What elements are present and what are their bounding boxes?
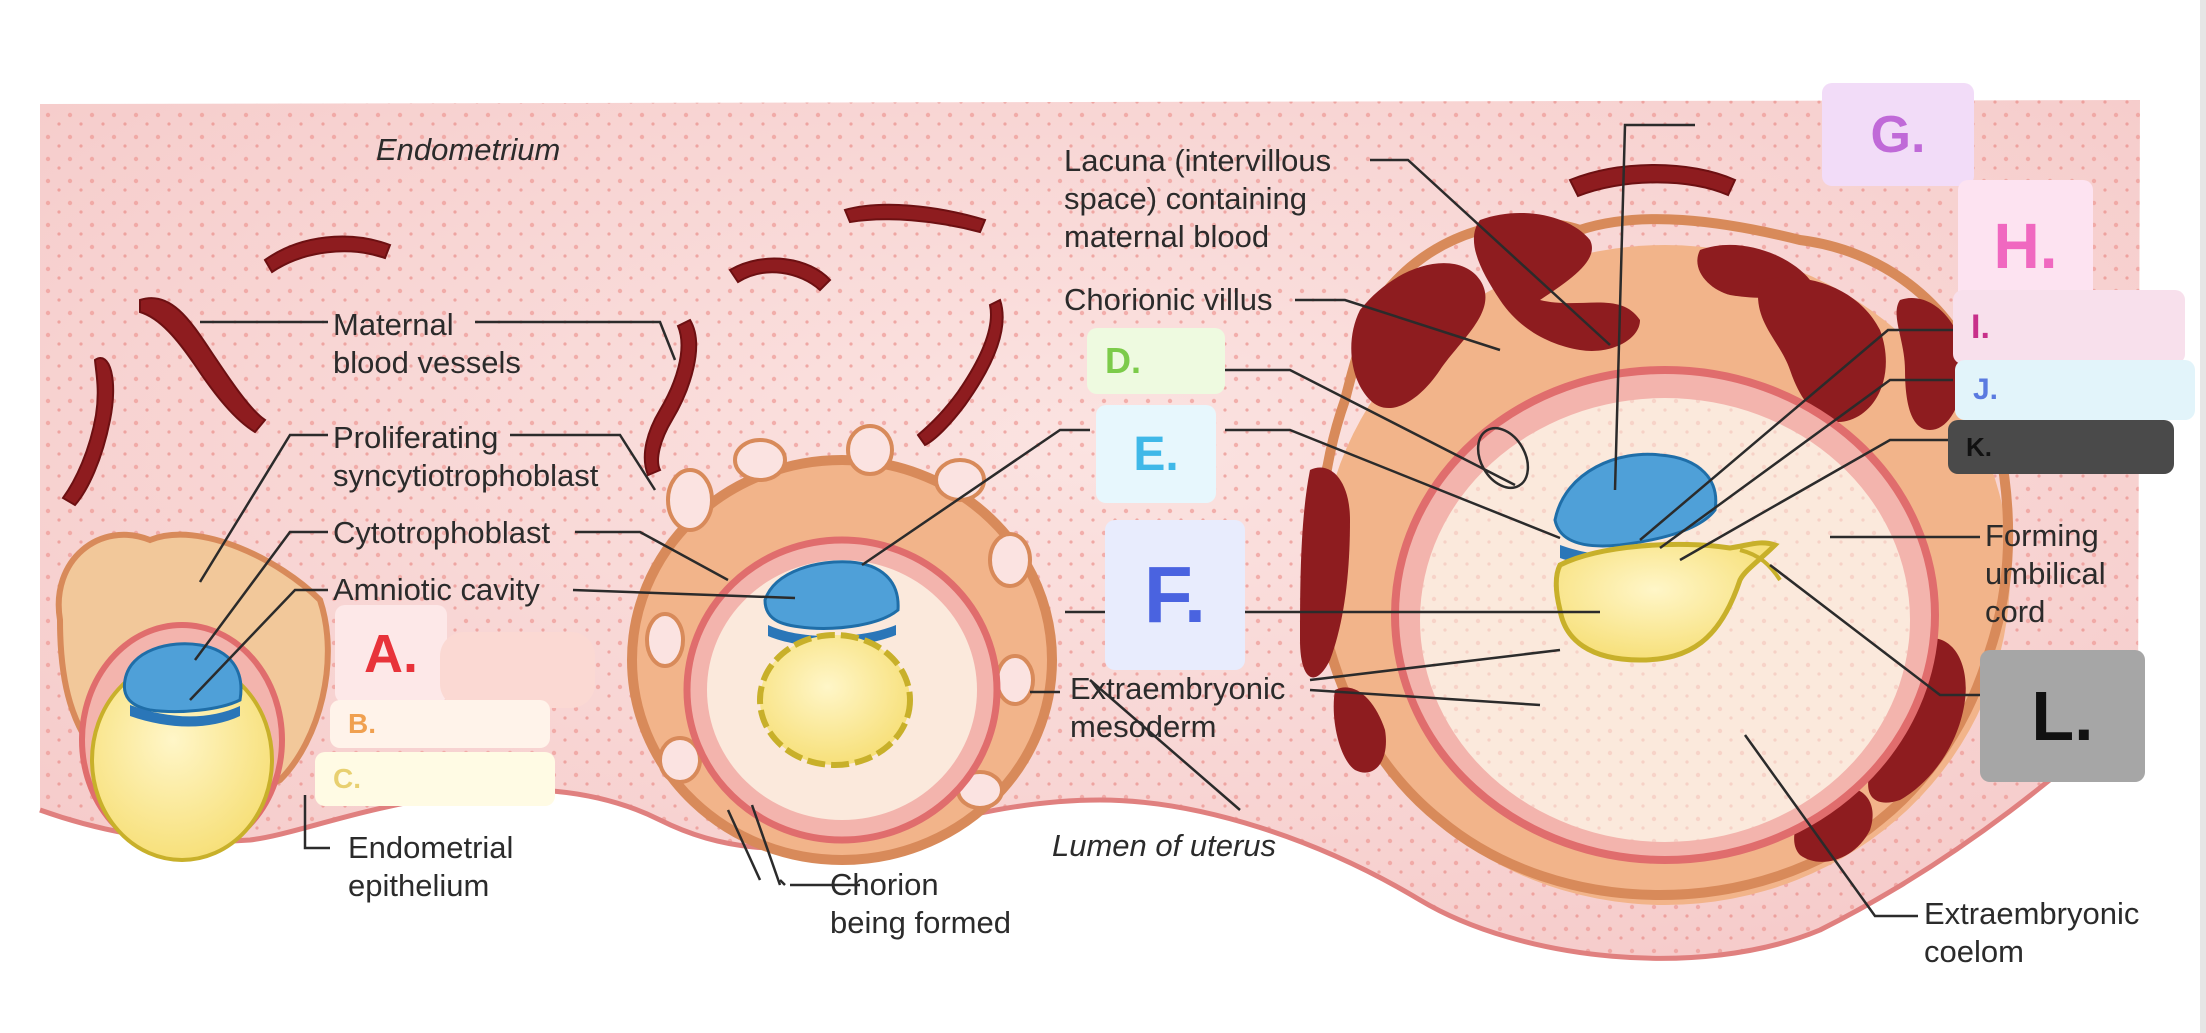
answer-box-e[interactable]: E. [1096, 405, 1216, 503]
answer-box-i[interactable]: I. [1953, 290, 2185, 364]
label-extraembryonic-coelom-2: coelom [1924, 934, 2024, 969]
label-forming-umbilical-cord-3: cord [1985, 594, 2046, 629]
label-forming-umbilical-cord-1: Forming [1985, 518, 2099, 553]
answer-box-l[interactable]: L. [1980, 650, 2145, 782]
label-chorion-2: being formed [830, 905, 1011, 940]
label-maternal-vessels-1: Maternal [333, 307, 454, 342]
label-chorion-1: Chorion [830, 867, 939, 902]
page-edge [2200, 0, 2206, 1033]
label-extraembryonic-mesoderm-2: mesoderm [1070, 709, 1217, 744]
middle-embryo [627, 424, 1057, 865]
answer-box-k[interactable]: K. [1948, 420, 2174, 474]
label-cytotrophoblast: Cytotrophoblast [333, 515, 551, 550]
answer-box-f[interactable]: F. [1105, 520, 1245, 670]
label-lacuna-3: maternal blood [1064, 219, 1270, 254]
label-chorionic-villus: Chorionic villus [1064, 282, 1273, 317]
answer-box-a[interactable]: A. [335, 605, 447, 703]
left-embryo [55, 531, 331, 862]
right-embryo [1553, 452, 1782, 663]
label-proliferating-1: Proliferating [333, 420, 499, 455]
label-extraembryonic-coelom-1: Extraembryonic [1924, 896, 2140, 931]
answer-box-c[interactable]: C. [315, 752, 555, 806]
answer-box-g[interactable]: G. [1822, 83, 1974, 186]
answer-box-j[interactable]: J. [1955, 360, 2195, 420]
label-lacuna-2: space) containing [1064, 181, 1307, 216]
label-extraembryonic-mesoderm-1: Extraembryonic [1070, 671, 1286, 706]
label-endometrial-epithelium-2: epithelium [348, 868, 490, 903]
lacunae-network [1300, 212, 2014, 905]
label-maternal-vessels-2: blood vessels [333, 345, 521, 380]
answer-box-b[interactable]: B. [330, 700, 550, 748]
label-endometrial-epithelium-1: Endometrial [348, 830, 514, 865]
label-lacuna-1: Lacuna (intervillous [1064, 143, 1332, 178]
label-proliferating-2: syncytiotrophoblast [333, 458, 599, 493]
label-amniotic-cavity: Amniotic cavity [333, 572, 540, 607]
maternal-blood-vessels [61, 164, 1737, 507]
label-endometrium: Endometrium [376, 132, 561, 167]
answer-box-a-smudge [440, 632, 595, 708]
answer-box-d[interactable]: D. [1087, 328, 1225, 394]
label-lumen-of-uterus: Lumen of uterus [1052, 828, 1277, 863]
label-forming-umbilical-cord-2: umbilical [1985, 556, 2106, 591]
